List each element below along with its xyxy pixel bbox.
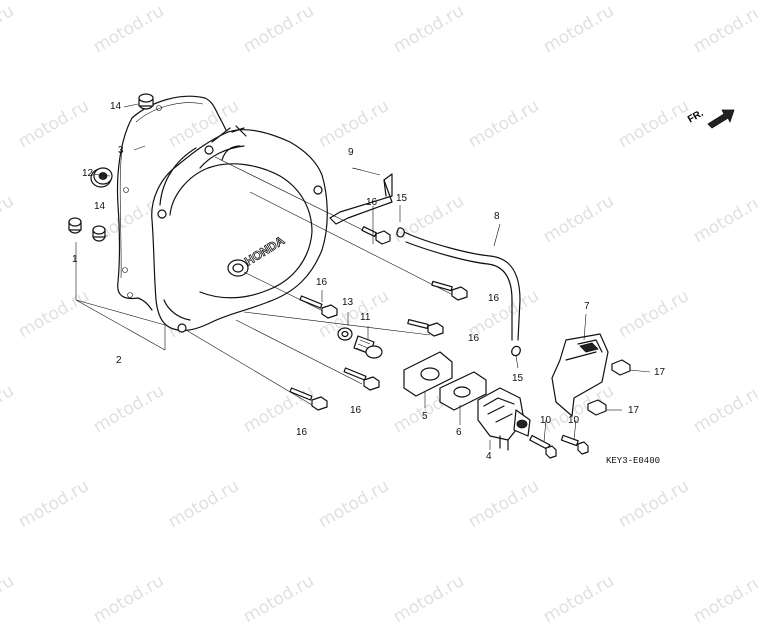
dowel-pin-14 (92, 225, 106, 242)
bolt-10-a (529, 434, 557, 459)
bolt-16-b (249, 191, 468, 301)
cover-boss (227, 259, 249, 277)
callout-9: 9 (348, 147, 354, 158)
callout-3: 3 (118, 145, 124, 156)
watermark-text: motod.ru (540, 571, 618, 627)
watermark-text: motod.ru (390, 571, 468, 627)
callout-17-top: 17 (654, 367, 666, 378)
callout-16-top: 16 (366, 197, 378, 208)
callout-8: 8 (494, 211, 500, 222)
oil-hose (403, 231, 521, 341)
callout-10-left: 10 (540, 415, 552, 426)
hose-clip-bottom (511, 345, 521, 357)
callout-5: 5 (422, 411, 428, 422)
dowel-pin-top (138, 93, 154, 110)
drain-plug (353, 335, 383, 359)
bolt-10-b (560, 434, 589, 455)
callout-7: 7 (584, 301, 590, 312)
bolt-16-f (185, 329, 328, 411)
bolt-16-d (243, 311, 444, 337)
callout-13: 13 (342, 297, 354, 308)
callout-17-bottom: 17 (628, 405, 640, 416)
sealing-washer (337, 327, 353, 341)
screw-17-b (587, 399, 622, 416)
watermark-text: motod.ru (240, 571, 318, 627)
callout-14-top: 14 (110, 101, 122, 112)
bolt-16-c (243, 271, 338, 319)
callout-15-top: 15 (396, 193, 408, 204)
callout-1: 1 (72, 254, 78, 265)
front-direction-arrow (707, 109, 735, 129)
callout-14-left: 14 (94, 201, 106, 212)
diagram-code: KEY3-E0400 (606, 456, 661, 466)
callout-11: 11 (360, 312, 371, 323)
callout-16-bottom-left: 16 (296, 427, 308, 438)
bolt-16-e (235, 319, 380, 391)
callout-16-upper-right: 16 (488, 293, 500, 304)
callout-6: 6 (456, 427, 462, 438)
screw-17-a (611, 359, 651, 376)
watermark-text: motod.ru (690, 571, 758, 627)
dowel-pin-1 (68, 217, 82, 234)
callout-15-bottom: 15 (512, 373, 524, 384)
watermark-text: motod.ru (0, 571, 18, 627)
callout-10-right: 10 (568, 415, 580, 426)
callout-2: 2 (116, 355, 122, 366)
callout-4: 4 (486, 451, 492, 462)
bolt-16-a (214, 156, 391, 245)
pump-cover (551, 333, 609, 417)
exploded-view-drawing: HONDA (68, 93, 735, 459)
pump-gasket (403, 351, 453, 397)
hose-clip-top (396, 227, 405, 238)
left-crankcase-cover: HONDA (151, 125, 328, 333)
watermark-text: motod.ru (90, 571, 168, 627)
callout-16-mid-left: 16 (316, 277, 328, 288)
oil-pump (477, 387, 531, 451)
bracket-clamp (329, 173, 393, 225)
callout-16-lower-mid: 16 (350, 405, 362, 416)
oil-seal (90, 167, 113, 188)
callout-12: 12 (82, 168, 94, 179)
pump-spacer (439, 371, 487, 411)
callout-16-mid-right: 16 (468, 333, 480, 344)
